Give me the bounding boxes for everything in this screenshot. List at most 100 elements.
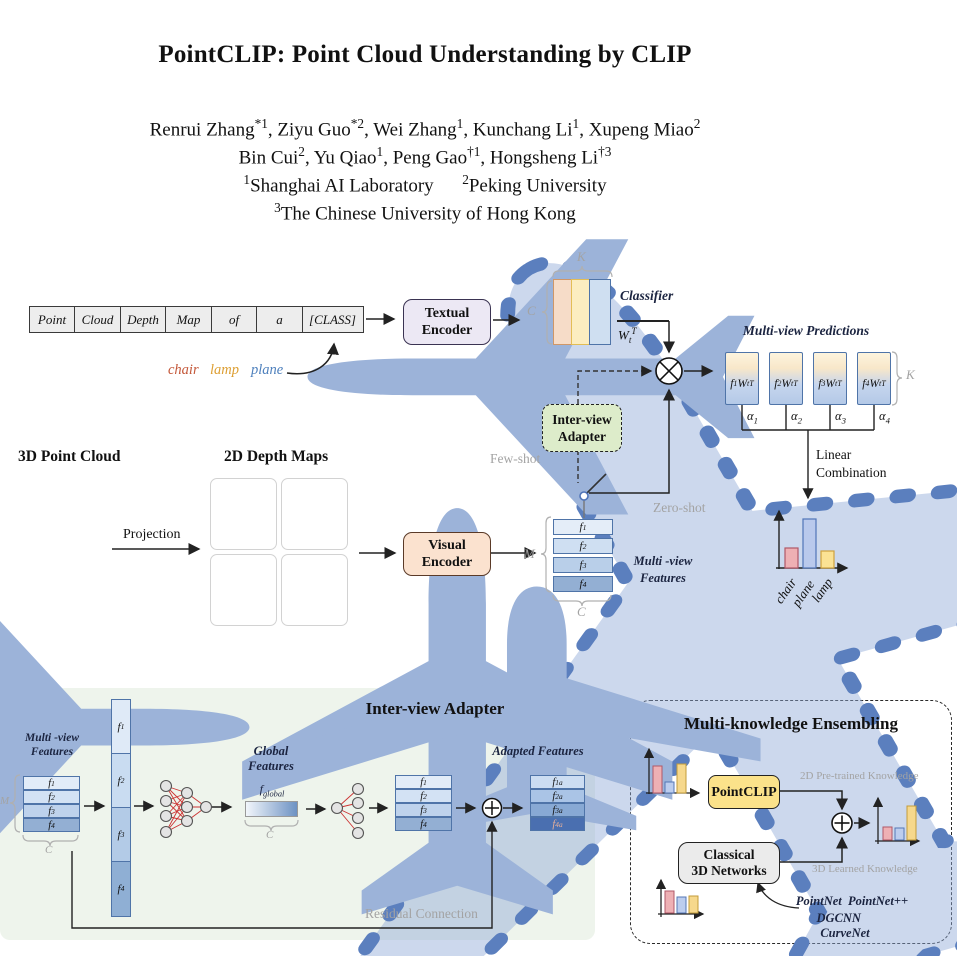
few-shot-dashed-path (577, 365, 653, 483)
classical-line1: Classical (703, 847, 755, 862)
adapter-flow-arrows (71, 800, 524, 929)
zero-shot-label: Zero-shot (653, 500, 706, 515)
ensemble-arrows (643, 747, 921, 920)
knowledge-2d-label: 2D Pre-trained Knowledge (800, 770, 919, 782)
adapter-panel-title: Inter-view Adapter (365, 699, 505, 718)
alpha-label-3: α3 (835, 409, 846, 426)
dim-C-label: C (266, 829, 274, 841)
residual-add-icon (481, 797, 503, 819)
classifier-column-3 (589, 279, 611, 345)
classical-3d-box: Classical 3D Networks (678, 842, 780, 884)
visual-encoder-box: Visual Encoder (403, 532, 491, 576)
depth-maps-label: 2D Depth Maps (224, 448, 329, 465)
classifier-column-2 (571, 279, 590, 345)
adapter-line2: Adapter (558, 429, 606, 444)
pipeline-arrows (112, 313, 875, 574)
prompt-token-cell: a (256, 306, 303, 333)
predictions-title: Multi-view Predictions (742, 323, 870, 338)
dim-C-label: C (577, 604, 586, 619)
dim-K-label: K (577, 249, 586, 264)
adapter-features-title-line1: Multi -view (25, 732, 79, 744)
classifier-label: Classifier (620, 288, 674, 303)
features-title-line1: Multi -view (633, 554, 693, 568)
depth-map-panel-3 (210, 554, 277, 626)
class-word-lamp: lamp (210, 362, 239, 378)
classifier-weights-label: WtT (618, 326, 637, 345)
pointclip-label: PointCLIP (711, 784, 777, 800)
tensor-product-icon (655, 357, 683, 385)
prompt-token-cell: Point (28, 306, 76, 333)
networks-line1: PointNet PointNet++ (795, 894, 909, 908)
visual-encoder-line1: Visual (428, 538, 466, 553)
mlp-encoder (159, 779, 213, 839)
knowledge-3d-label: 3D Learned Knowledge (812, 863, 918, 875)
few-shot-label: Few-shot (490, 451, 541, 466)
alpha-label-4: α4 (879, 409, 890, 426)
affiliation-line-1: 1Shanghai AI Laboratory 2Peking Universi… (243, 172, 607, 197)
paper-title: PointCLIP: Point Cloud Understanding by … (158, 41, 692, 68)
adapter-features-title-line2: Features (30, 746, 74, 758)
global-features-title: Global Features (248, 744, 294, 773)
dim-K-label: K (906, 367, 915, 382)
ensemble-add-icon (831, 812, 853, 834)
depth-map-panel-2 (281, 478, 348, 550)
f-global-label: fglobal (259, 782, 285, 799)
features-title: Multi -view Features (620, 553, 706, 587)
authors-line-2: Bin Cui2, Yu Qiao1, Peng Gao†1, Hongshen… (238, 144, 612, 169)
pointclip-box: PointCLIP (708, 775, 780, 809)
textual-encoder-box: Textual Encoder (403, 299, 491, 345)
adapted-features-title: Adapted Features (492, 744, 584, 758)
networks-line2: DGCNN CurveNet (816, 911, 874, 940)
interview-adapter-box: Inter-view Adapter (542, 404, 622, 452)
features-title-line2: Features (640, 571, 686, 585)
class-word-plane: plane (251, 362, 284, 378)
affiliation-line-2: 3The Chinese University of Hong Kong (274, 200, 576, 225)
ensembled-output-chart (882, 805, 917, 841)
prompt-class-cell: [CLASS] (301, 306, 364, 333)
prompt-token-cell: Map (165, 306, 212, 333)
ensemble-panel-title: Multi-knowledge Ensembling (684, 714, 898, 733)
residual-connection-label: Residual Connection (365, 906, 478, 921)
alpha-label-1: α1 (747, 409, 758, 426)
depth-map-panel-4 (281, 554, 348, 626)
point-cloud-label: 3D Point Cloud (18, 448, 121, 465)
prompt-token-cell: Cloud (74, 306, 121, 333)
classical-line2: 3D Networks (691, 863, 767, 878)
adapter-features-title: Multi -view Features (12, 731, 92, 759)
dim-C-label: C (527, 303, 536, 318)
textual-encoder-line1: Textual (424, 306, 470, 321)
class-word-chair: chair (168, 362, 199, 378)
adapter-line1: Inter-view (552, 412, 612, 427)
dim-M-label: M (0, 795, 10, 807)
alpha-label-2: α2 (791, 409, 802, 426)
linear-combination-line2: Combination (816, 465, 887, 480)
switch-icon (579, 473, 607, 518)
mlp-decoder (330, 782, 365, 840)
global-feature-bar (245, 801, 298, 817)
visual-encoder-line2: Encoder (421, 555, 473, 570)
